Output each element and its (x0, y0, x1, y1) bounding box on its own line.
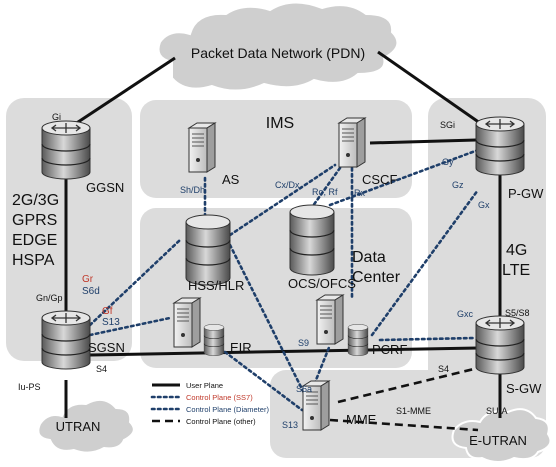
eir-server-icon (173, 297, 201, 348)
ro-rf-interface: Ro, Rf (312, 187, 338, 197)
cscf-label: CSCF (362, 172, 397, 187)
s6a-link (228, 243, 307, 397)
s5-s8-interface: S5/S8 (505, 308, 530, 318)
as-label: AS (222, 172, 240, 187)
su-a-interface: SU-A (486, 406, 508, 416)
legend-user-plane-label: User Plane (186, 381, 223, 390)
ocs-label: OCS/OFCS (288, 276, 356, 291)
pdn-cloud (157, 1, 399, 92)
pcrf-label: PCRF (372, 342, 407, 357)
gi-link (65, 56, 176, 132)
eutran-cloud (451, 408, 552, 463)
gxc-interface: Gxc (457, 309, 474, 319)
s4-right-interface: S4 (438, 364, 449, 374)
hss-database-icon (185, 214, 231, 286)
ro-rf-link (308, 166, 342, 212)
gi-interface: Gi (52, 112, 61, 122)
mme-label: MME (346, 412, 377, 427)
sgsn-label: SGSN (88, 340, 125, 355)
s6a-interface: S6a (296, 384, 312, 394)
eir-label: EIR (230, 340, 252, 355)
legacy-label-4: HSPA (12, 252, 55, 269)
lte-label-2: LTE (502, 262, 530, 279)
eir-database-icon (203, 323, 225, 357)
s11-link (337, 366, 479, 404)
legend-other-label: Control Plane (other) (186, 417, 256, 426)
legacy-label-2: GPRS (12, 212, 57, 229)
legend: User Plane Control Plane (SS7) Control P… (150, 381, 269, 426)
ggsn-label: GGSN (86, 180, 124, 195)
s6d-gr-link (88, 238, 182, 327)
pgw-label: P-GW (508, 186, 544, 201)
lte-label-1: 4G (506, 242, 527, 259)
s1-mme-link (329, 418, 479, 432)
gy-gz-link (328, 148, 480, 207)
cx-dx-interface: Cx/Dx (275, 180, 300, 190)
eutran-label: E-UTRAN (469, 433, 527, 448)
sgw-router-icon (475, 315, 525, 375)
ocs-database-icon (289, 204, 335, 276)
gx-interface: Gx (478, 200, 490, 210)
ims-label: IMS (266, 115, 294, 132)
sgi-link (377, 50, 491, 132)
cscf-pgw-link (369, 138, 477, 145)
legend-ss7-label: Control Plane (SS7) (186, 393, 253, 402)
gx-link (370, 188, 480, 337)
utran-cloud (37, 398, 135, 454)
rx-interface: Rx (354, 188, 365, 198)
cx-dx-link (228, 163, 337, 237)
pdn-label: Packet Data Network (PDN) (191, 45, 365, 61)
legend-diameter-label: Control Plane (Diameter) (186, 405, 269, 414)
sgw-label: S-GW (506, 381, 542, 396)
iu-ps-interface: Iu-PS (18, 382, 41, 392)
data-center-label-2: Center (352, 269, 401, 286)
as-server-icon (188, 122, 216, 173)
gf-interface: Gf (102, 306, 113, 317)
s9-interface: S9 (298, 338, 309, 348)
legacy-label-3: EDGE (12, 232, 57, 249)
pcrf-server-icon (316, 294, 344, 345)
pgw-router-icon (475, 116, 525, 176)
s13-mme-interface: S13 (282, 420, 298, 430)
utran-label: UTRAN (56, 419, 101, 434)
s1-mme-interface: S1-MME (396, 406, 431, 416)
legacy-label-1: 2G/3G (12, 192, 59, 209)
gn-gp-interface: Gn/Gp (36, 293, 63, 303)
data-center-label-1: Data (352, 249, 386, 266)
ggsn-router-icon (41, 120, 91, 180)
s13-sgsn-interface: S13 (102, 317, 120, 328)
s4-left-interface: S4 (96, 364, 107, 374)
gz-interface: Gz (452, 180, 464, 190)
gy-interface: Gy (442, 157, 454, 167)
gr-interface: Gr (82, 274, 94, 285)
sgsn-router-icon (41, 310, 91, 370)
cscf-server-icon (338, 117, 366, 168)
sh-dh-interface: Sh/Dh (180, 185, 205, 195)
sgi-interface: SGi (440, 120, 455, 130)
s13-gf-link (88, 316, 172, 337)
gxc-link (378, 336, 476, 342)
pcrf-database-icon (347, 323, 369, 357)
legacy-2g3g-region (6, 98, 132, 361)
s6d-interface: S6d (82, 286, 100, 297)
mme-s13-link (223, 350, 304, 412)
hss-label: HSS/HLR (188, 278, 244, 293)
